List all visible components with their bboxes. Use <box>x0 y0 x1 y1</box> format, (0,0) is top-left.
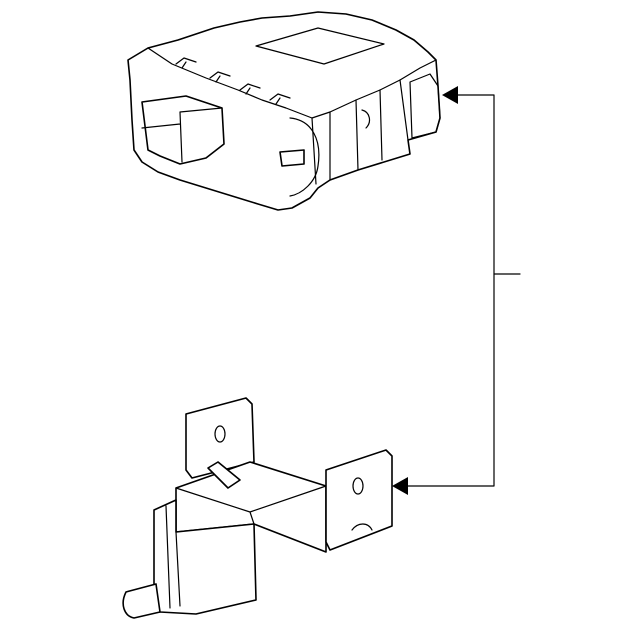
callout-leader <box>392 86 521 495</box>
module-front-edge <box>311 79 409 185</box>
module-label-plate <box>255 27 385 65</box>
bracket-hole-right <box>352 477 364 495</box>
module-left-connector-detail <box>141 107 223 163</box>
module-slot <box>361 109 371 129</box>
arrow-to-module <box>442 86 458 104</box>
bracket-end-plate <box>325 449 393 551</box>
module-side-connector <box>409 73 441 139</box>
bracket-arm-edge <box>175 485 327 525</box>
leader-line <box>407 94 495 487</box>
bracket-tab <box>207 461 241 489</box>
control-module <box>127 11 441 211</box>
module-outline <box>127 11 441 211</box>
module-left-connector <box>141 95 225 165</box>
bracket-hole-upper <box>214 425 226 443</box>
module-clips <box>175 57 291 105</box>
mounting-bracket <box>122 397 393 619</box>
arrow-to-bracket <box>392 477 408 495</box>
bracket-end-notch <box>351 523 373 531</box>
module-round-port <box>289 117 320 197</box>
bracket-back-plate <box>185 397 255 479</box>
bracket-foot <box>122 583 161 619</box>
bracket-leg-edge <box>165 505 181 609</box>
module-port-tab <box>279 149 305 167</box>
